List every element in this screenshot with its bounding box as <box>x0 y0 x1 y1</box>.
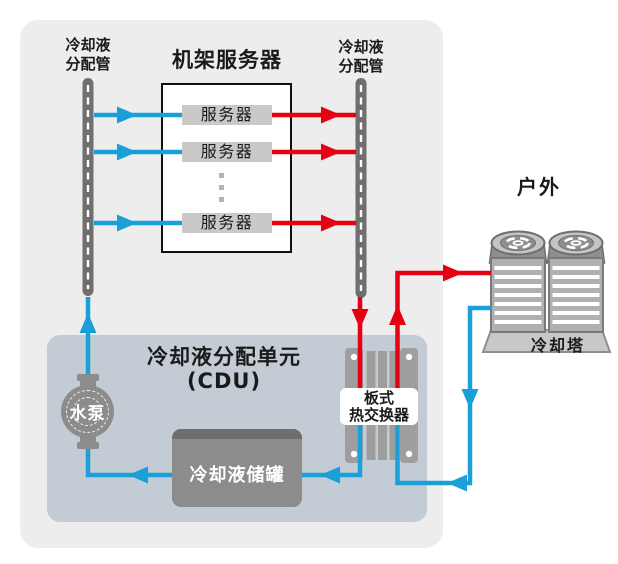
hot-coolant-arrows <box>321 106 463 329</box>
heat-exchanger-label: 板式 热交换器 <box>340 388 418 425</box>
pump-flange-top <box>77 374 99 381</box>
server-label: 服务器 <box>200 213 254 232</box>
cold-coolant-lines <box>85 112 491 486</box>
tank-label: 冷却液储罐 <box>189 465 285 486</box>
server-label: 服务器 <box>200 142 254 161</box>
cdu-title: 冷却液分配单元 (CDU) <box>147 345 301 393</box>
left-pipe-label: 冷却液 分配管 <box>65 36 111 73</box>
cold-coolant-arrows <box>79 106 479 492</box>
cooling-tower-icon <box>481 230 612 353</box>
rack-title: 机架服务器 <box>172 48 282 72</box>
server-unit: 服务器 <box>182 213 272 233</box>
outdoor-label: 户外 <box>517 175 561 199</box>
server-label: 服务器 <box>200 105 254 124</box>
vertical-ellipsis-icon <box>219 185 224 190</box>
pump-icon: 水泵 <box>61 374 115 449</box>
cooling-tower-label: 冷却塔 <box>530 336 585 355</box>
vertical-ellipsis-icon <box>219 197 224 202</box>
vertical-ellipsis-icon <box>219 173 224 178</box>
server-unit: 服务器 <box>182 142 272 162</box>
server-unit: 服务器 <box>182 105 272 125</box>
coolant-distribution-pipe-right <box>355 78 367 298</box>
pump-flange-bottom <box>77 442 99 449</box>
right-pipe-label: 冷却液 分配管 <box>338 38 384 75</box>
coolant-distribution-pipe-left <box>82 78 94 296</box>
pump-label: 水泵 <box>69 404 106 424</box>
coolant-tank: 冷却液储罐 <box>172 429 302 507</box>
